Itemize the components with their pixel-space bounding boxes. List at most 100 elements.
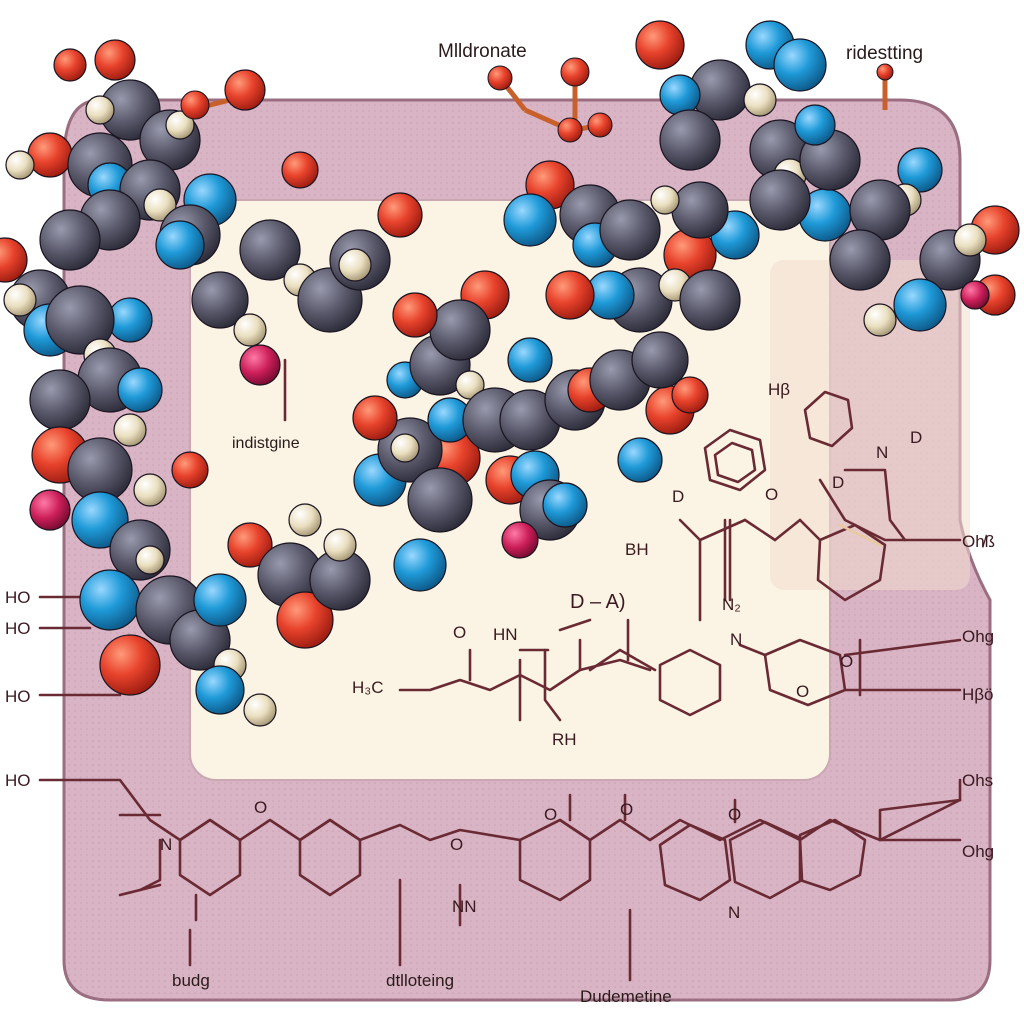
h-label-3: Hβö: [962, 685, 994, 704]
n-br-label: N: [730, 630, 742, 649]
label-top-left: Mlldronate: [438, 41, 527, 62]
o-br2-label: O: [796, 682, 809, 701]
carbon-atom: [631, 331, 689, 389]
oh-label-1: Oh̸ß: [962, 532, 995, 551]
carbon-atom: [39, 209, 101, 271]
d-right-label: D: [832, 473, 844, 492]
d-top-label: D: [910, 428, 922, 447]
hydrogen-atom: [85, 95, 115, 125]
carbon-atom: [45, 285, 115, 355]
magenta-atom: [29, 489, 71, 531]
hydrogen-atom: [650, 185, 680, 215]
nitrogen-atom: [617, 437, 663, 483]
oxygen-stick-ball: [560, 57, 590, 87]
hydrogen-atom: [455, 370, 485, 400]
n-top-label: N: [876, 443, 888, 462]
hydrogen-atom: [5, 150, 35, 180]
nitrogen-atom: [503, 193, 557, 247]
o-bottom4-label: O: [620, 800, 633, 819]
oxygen-stick-ball: [587, 112, 613, 138]
hydrogen-atom: [133, 473, 167, 507]
carbon-atom: [191, 271, 249, 329]
carbon-atom: [749, 169, 811, 231]
hydrogen-atom: [743, 83, 777, 117]
oxygen-stick-ball: [180, 90, 210, 120]
hydrogen-atom: [390, 433, 420, 463]
hydrogen-atom: [113, 413, 147, 447]
nitrogen-atom: [155, 220, 205, 270]
n-bottom2-label: N: [728, 903, 740, 922]
bh-label: BH: [625, 540, 649, 559]
label-mid-left: indistgine: [232, 435, 300, 452]
oh-label-4: Ohg: [962, 842, 994, 861]
carbon-atom: [29, 369, 91, 431]
hydrogen-atom: [135, 545, 165, 575]
label-top-right: ridestting: [846, 43, 924, 64]
o-bottom2-label: O: [450, 835, 463, 854]
nitrogen-atom: [773, 38, 827, 92]
oxygen-atom: [671, 376, 709, 414]
o-mid-label: O: [453, 623, 466, 642]
rh-label: RH: [552, 730, 577, 749]
oxygen-atom: [276, 591, 334, 649]
skeletal-formula: [38, 358, 962, 982]
oxygen-atom: [99, 634, 161, 696]
oxygen-atom: [224, 69, 266, 111]
hydrogen-atom: [953, 223, 987, 257]
magenta-atom: [960, 280, 990, 310]
nitrogen-atom: [507, 337, 553, 383]
nitrogen-atom: [659, 74, 701, 116]
nitrogen-atom: [893, 278, 947, 332]
o-bottom5-label: O: [728, 805, 741, 824]
oxygen-atom: [171, 451, 209, 489]
oxygen-atom: [352, 395, 398, 441]
o-bottom3-label: O: [544, 805, 557, 824]
nitrogen-atom: [79, 569, 141, 631]
oxygen-atom: [377, 192, 423, 238]
ho-label-2: HO: [5, 619, 31, 638]
hydrogen-atom: [243, 693, 277, 727]
magenta-atom: [239, 344, 281, 386]
nitrogen-atom: [897, 147, 943, 193]
label-bottom-right: Dudemetine: [580, 987, 672, 1006]
hn-label: HN: [493, 625, 518, 644]
oxygen-stick-ball: [487, 65, 513, 91]
carbon-atom: [829, 229, 891, 291]
d-a-label: D – A): [570, 591, 626, 613]
oxygen-atom: [227, 522, 273, 568]
oxygen-atom: [94, 39, 136, 81]
carbon-atom: [679, 269, 741, 331]
nitrogen-atom: [794, 104, 836, 146]
oxygen-atom: [53, 48, 87, 82]
hydrogen-atom: [165, 110, 195, 140]
n2-label: N₂: [722, 595, 741, 614]
carbon-atom: [407, 467, 473, 533]
o-mid2-label: O: [765, 485, 778, 504]
hydrogen-atom: [3, 283, 37, 317]
ho-label-1: HO: [5, 588, 31, 607]
hydrogen-atom: [233, 313, 267, 347]
h3c-label: H₃C: [352, 678, 383, 697]
o-bottom1-label: O: [254, 798, 267, 817]
oxygen-atom: [27, 132, 73, 178]
nitrogen-atom: [393, 538, 447, 592]
hydrogen-atom: [143, 188, 177, 222]
carbon-atom: [239, 219, 301, 281]
nitrogen-atom: [117, 367, 163, 413]
carbon-atom: [429, 299, 491, 361]
hydrogen-atom: [863, 303, 897, 337]
hydrogen-atom: [323, 528, 357, 562]
atom-labels: HO HO HO HO Oh̸ß Ohg Hβö Ohs Ohg Hβ D N …: [5, 380, 995, 922]
oxygen-atom: [635, 20, 685, 70]
h3-top-label: Hβ: [768, 380, 790, 399]
hydrogen-atom: [338, 248, 372, 282]
label-bottom-left: budg: [172, 971, 210, 990]
oh-label-2: Ohg: [962, 627, 994, 646]
label-bottom-mid: dtlloteing: [386, 971, 455, 990]
ho-label-3: HO: [5, 687, 31, 706]
carbon-atom: [659, 109, 721, 171]
ho-label-4: HO: [5, 771, 31, 790]
oxygen-atom: [0, 237, 28, 283]
oxygen-atom: [281, 151, 319, 189]
